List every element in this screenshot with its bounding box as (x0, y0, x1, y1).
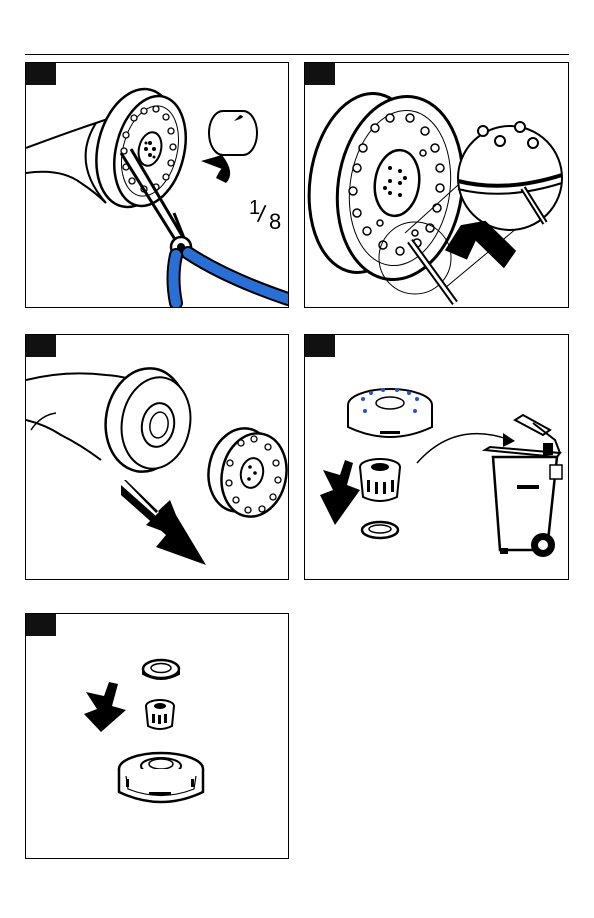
remove-faceplate-illustration (26, 335, 289, 580)
top-rule (25, 54, 569, 55)
showerhead-pliers-illustration (26, 63, 289, 308)
rotation-denominator: 8 (269, 209, 281, 235)
panel-step-4 (304, 334, 569, 580)
panel-step-1: 1 / 8 (25, 62, 289, 308)
panel-step-5 (25, 613, 289, 859)
reassemble-illustration (26, 614, 289, 859)
screwdriver-zoom-illustration (305, 63, 569, 308)
rotation-fraction: 1 / 8 (249, 197, 289, 237)
dispose-parts-illustration (305, 335, 569, 580)
panel-step-3 (25, 334, 289, 580)
panel-step-2 (304, 62, 569, 308)
